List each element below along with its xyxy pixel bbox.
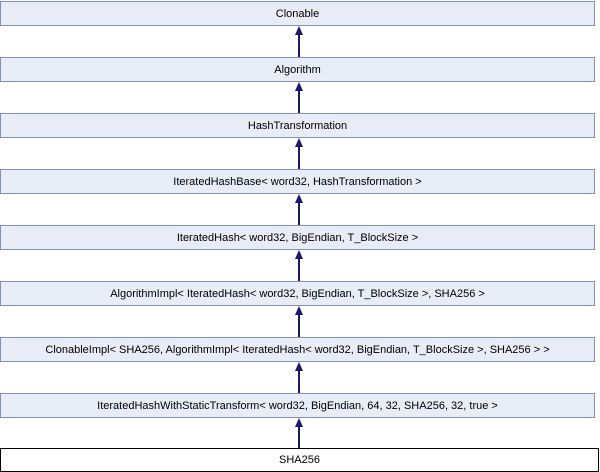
node-iteratedhashwithstatictransform[interactable]: IteratedHashWithStaticTransform< word32,… xyxy=(0,393,595,418)
arrow-shaft xyxy=(297,259,300,281)
arrow-shaft xyxy=(297,427,300,448)
arrow-shaft xyxy=(297,35,300,57)
arrow-up-icon xyxy=(294,250,303,259)
inheritance-arrow xyxy=(294,194,303,225)
inheritance-arrow xyxy=(294,418,303,448)
node-sha256: SHA256 xyxy=(0,448,599,472)
inheritance-arrow xyxy=(294,306,303,337)
inheritance-arrow xyxy=(294,82,303,113)
inheritance-arrow xyxy=(294,362,303,393)
arrow-up-icon xyxy=(294,418,303,427)
node-label: AlgorithmImpl< IteratedHash< word32, Big… xyxy=(110,287,485,300)
node-iteratedhashbase[interactable]: IteratedHashBase< word32, HashTransforma… xyxy=(0,169,595,194)
arrow-shaft xyxy=(297,203,300,225)
node-label: HashTransformation xyxy=(247,119,348,132)
arrow-shaft xyxy=(297,315,300,337)
node-label: IteratedHash< word32, BigEndian, T_Block… xyxy=(176,231,419,244)
node-label: Clonable xyxy=(275,7,320,20)
inheritance-arrow xyxy=(294,250,303,281)
node-label: IteratedHashWithStaticTransform< word32,… xyxy=(97,399,498,412)
arrow-shaft xyxy=(297,371,300,393)
arrow-up-icon xyxy=(294,26,303,35)
inheritance-arrow xyxy=(294,26,303,57)
arrow-up-icon xyxy=(294,362,303,371)
node-algorithmimpl[interactable]: AlgorithmImpl< IteratedHash< word32, Big… xyxy=(0,281,595,306)
arrow-up-icon xyxy=(294,82,303,91)
node-hashtransformation[interactable]: HashTransformation xyxy=(0,113,595,138)
arrow-shaft xyxy=(297,147,300,169)
node-clonable[interactable]: Clonable xyxy=(0,1,595,26)
arrow-up-icon xyxy=(294,138,303,147)
node-label: Algorithm xyxy=(274,63,321,76)
node-label: SHA256 xyxy=(279,454,320,466)
node-clonableimpl[interactable]: ClonableImpl< SHA256, AlgorithmImpl< Ite… xyxy=(0,337,595,362)
node-label: ClonableImpl< SHA256, AlgorithmImpl< Ite… xyxy=(45,343,550,356)
arrow-shaft xyxy=(297,91,300,113)
node-label: IteratedHashBase< word32, HashTransforma… xyxy=(173,175,422,188)
arrow-up-icon xyxy=(294,306,303,315)
inheritance-arrow xyxy=(294,138,303,169)
arrow-up-icon xyxy=(294,194,303,203)
node-algorithm[interactable]: Algorithm xyxy=(0,57,595,82)
node-iteratedhash[interactable]: IteratedHash< word32, BigEndian, T_Block… xyxy=(0,225,595,250)
